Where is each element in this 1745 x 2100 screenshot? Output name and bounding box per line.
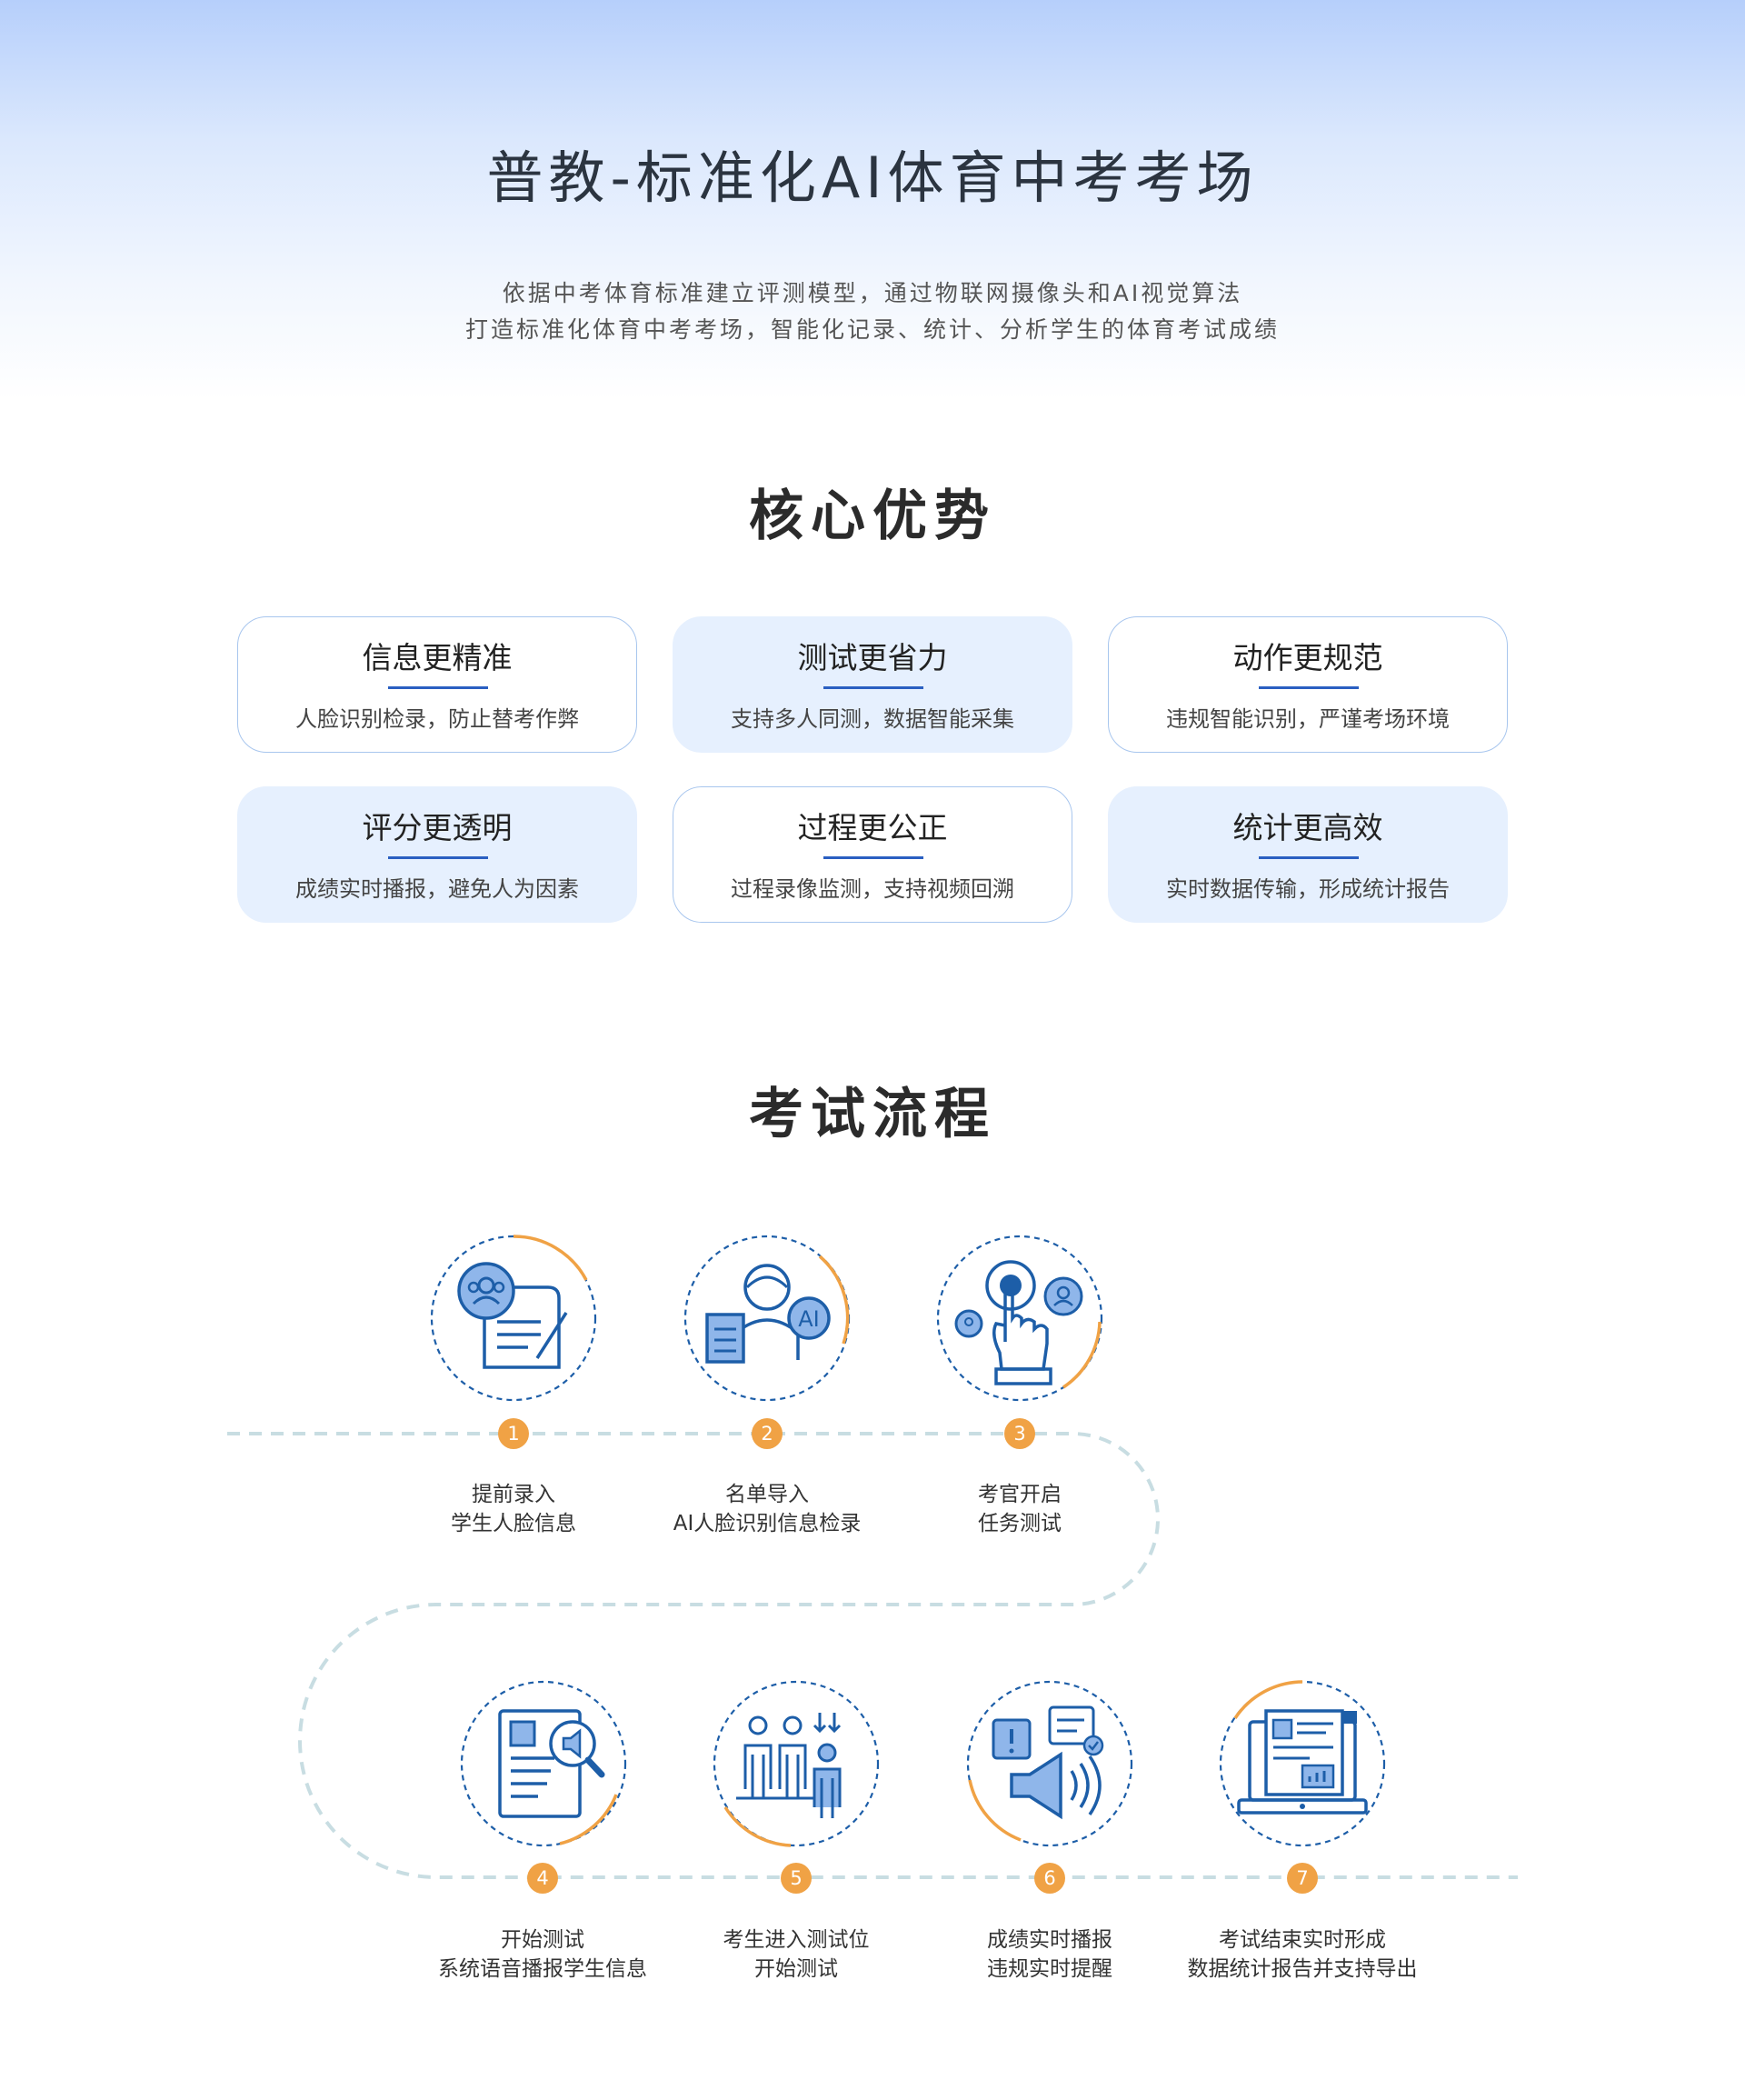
hero-subtitle-line1: 依据中考体育标准建立评测模型，通过物联网摄像头和AI视觉算法 — [502, 280, 1243, 306]
hero-background — [0, 0, 1745, 400]
face-enroll-icon — [430, 1235, 597, 1402]
card-underline — [1259, 686, 1359, 689]
card-desc: 违规智能识别，严谨考场环境 — [1166, 706, 1450, 732]
card-underline — [1259, 856, 1359, 859]
card-title: 动作更规范 — [1232, 640, 1383, 675]
card-title: 评分更透明 — [362, 810, 513, 845]
step-number-badge: 7 — [1287, 1863, 1318, 1894]
step-number-badge: 3 — [1004, 1418, 1035, 1449]
advantages-title: 核心优势 — [749, 485, 996, 548]
step-number-badge: 2 — [752, 1418, 783, 1449]
process-title: 考试流程 — [749, 1083, 996, 1146]
step-label: 成绩实时播报违规实时提醒 — [987, 1928, 1112, 1981]
step-label: 考官开启任务测试 — [978, 1483, 1062, 1535]
card-underline — [388, 856, 488, 859]
step-number-badge: 4 — [527, 1863, 558, 1894]
card-desc: 过程录像监测，支持视频回溯 — [731, 876, 1014, 902]
card-underline — [823, 686, 923, 689]
card-title: 过程更公正 — [797, 810, 948, 845]
card-desc: 实时数据传输，形成统计报告 — [1166, 876, 1450, 902]
card-desc: 人脸识别检录，防止替考作弊 — [295, 706, 579, 732]
advantage-card-transparent: 评分更透明 成绩实时播报，避免人为因素 — [237, 786, 637, 923]
advantage-card-accurate: 信息更精准 人脸识别检录，防止替考作弊 — [237, 616, 637, 753]
step-number-badge: 1 — [498, 1418, 529, 1449]
step-number-badge: 6 — [1034, 1863, 1065, 1894]
advantage-card-effortless: 测试更省力 支持多人同测，数据智能采集 — [673, 616, 1072, 753]
card-underline — [823, 856, 923, 859]
page-title: 普教-标准化AI体育中考考场 — [486, 145, 1259, 211]
advantage-card-standard: 动作更规范 违规智能识别，严谨考场环境 — [1108, 616, 1508, 753]
svg-text:AI: AI — [798, 1306, 820, 1332]
start-task-icon — [936, 1235, 1103, 1402]
ai-recognition-icon: AI — [683, 1235, 851, 1402]
step-label: 提前录入学生人脸信息 — [451, 1483, 576, 1535]
report-export-icon — [1219, 1680, 1386, 1847]
step-label: 考生进入测试位开始测试 — [723, 1928, 870, 1981]
card-title: 信息更精准 — [362, 640, 513, 675]
score-alert-icon — [966, 1680, 1133, 1847]
hero-subtitle-line2: 打造标准化体育中考考场，智能化记录、统计、分析学生的体育考试成绩 — [464, 316, 1280, 343]
card-underline — [388, 686, 488, 689]
card-desc: 成绩实时播报，避免人为因素 — [295, 876, 579, 902]
step-label: 考试结束实时形成数据统计报告并支持导出 — [1187, 1928, 1418, 1981]
step-label: 开始测试系统语音播报学生信息 — [438, 1928, 647, 1981]
enter-position-icon — [713, 1680, 880, 1847]
voice-broadcast-icon — [460, 1680, 627, 1847]
advantage-card-fair: 过程更公正 过程录像监测，支持视频回溯 — [673, 786, 1072, 923]
card-title: 统计更高效 — [1232, 810, 1383, 845]
step-number-badge: 5 — [781, 1863, 812, 1894]
card-title: 测试更省力 — [797, 640, 948, 675]
card-desc: 支持多人同测，数据智能采集 — [731, 706, 1014, 732]
advantage-card-efficient: 统计更高效 实时数据传输，形成统计报告 — [1108, 786, 1508, 923]
